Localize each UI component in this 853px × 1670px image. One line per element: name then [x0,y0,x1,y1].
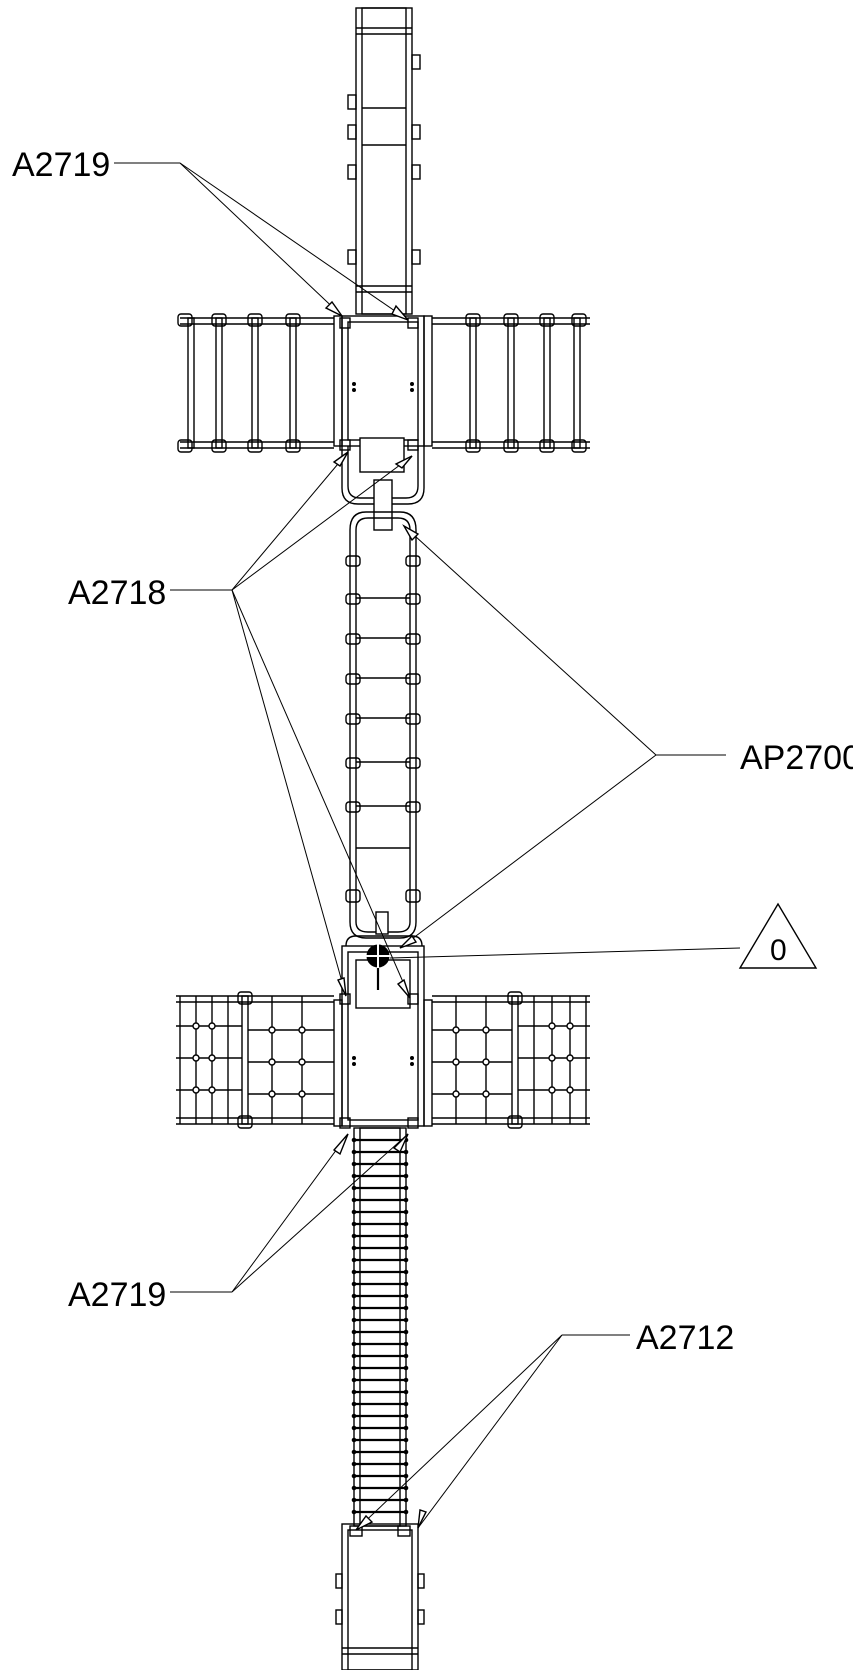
rung-bolt [351,1257,357,1263]
callout-leaders [114,162,818,1531]
rung-bolt [403,1461,409,1467]
rung-bolt [351,1377,357,1383]
label-a2719-bottom: A2719 [68,1276,166,1314]
rung-bolt [403,1341,409,1347]
rung-bolt [351,1137,357,1143]
rung-bolt [403,1233,409,1239]
rung-bolt [403,1173,409,1179]
rung-bolt [403,1353,409,1359]
rung-bolt [351,1389,357,1395]
rung-bolt [403,1245,409,1251]
label-a2719-top: A2719 [12,146,110,184]
label-a2718: A2718 [68,574,166,612]
rung-bolt [351,1209,357,1215]
bottom-dense-ladder [351,1127,409,1527]
rung-bolt [351,1509,357,1515]
rung-bolt [403,1449,409,1455]
rung-bolt [403,1329,409,1335]
rung-bolt [403,1317,409,1323]
rung-bolt [403,1197,409,1203]
rung-bolt [351,1449,357,1455]
rung-bolt [351,1425,357,1431]
rung-bolt [351,1281,357,1287]
rung-bolt [351,1353,357,1359]
rung-bolt [351,1329,357,1335]
rung-bolt [351,1497,357,1503]
rung-bolt [351,1185,357,1191]
rung-bolt [351,1293,357,1299]
rung-bolt [351,1317,357,1323]
bottom-chute [335,1523,425,1670]
rung-bolt [351,1221,357,1227]
rung-bolt [351,1197,357,1203]
rung-bolt [351,1305,357,1311]
rung-bolt [351,1233,357,1239]
upper-platform [333,315,433,505]
rung-bolt [403,1221,409,1227]
upper-right-grid [432,313,590,453]
rung-bolt [403,1437,409,1443]
zero-marker-triangle [738,902,818,969]
rung-bolt [403,1365,409,1371]
rung-bolt [403,1389,409,1395]
rung-bolt [403,1281,409,1287]
rung-bolt [403,1401,409,1407]
rung-bolt [403,1149,409,1155]
rung-bolt [403,1509,409,1515]
lower-platform [333,935,433,1129]
lower-left-grid [176,991,334,1129]
rung-bolt [351,1245,357,1251]
middle-ladder [345,479,421,939]
label-zero-marker: 0 [770,934,787,967]
rung-bolt [351,1173,357,1179]
rung-bolt [403,1473,409,1479]
rung-bolt [403,1485,409,1491]
rung-bolt [403,1305,409,1311]
rung-bolt [403,1293,409,1299]
rung-bolt [351,1149,357,1155]
rung-bolt [351,1485,357,1491]
rung-bolt [403,1377,409,1383]
rung-bolt [351,1401,357,1407]
rung-bolt [351,1341,357,1347]
rung-bolt [351,1461,357,1467]
rung-bolt [403,1497,409,1503]
rung-bolt [403,1161,409,1167]
rung-bolt [403,1413,409,1419]
rung-bolt [403,1209,409,1215]
rung-bolt [403,1269,409,1275]
top-chute [347,7,421,315]
rung-bolt [351,1365,357,1371]
label-a2712: A2712 [636,1319,734,1357]
rung-bolt [403,1425,409,1431]
rung-bolt [351,1161,357,1167]
rung-bolt [351,1413,357,1419]
rung-bolt [403,1185,409,1191]
lower-right-grid [432,991,590,1129]
rung-bolt [351,1437,357,1443]
rung-bolt [403,1257,409,1263]
upper-left-grid [177,313,334,453]
rung-bolt [351,1269,357,1275]
rung-bolt [351,1473,357,1479]
label-ap2700: AP2700 [740,739,853,777]
